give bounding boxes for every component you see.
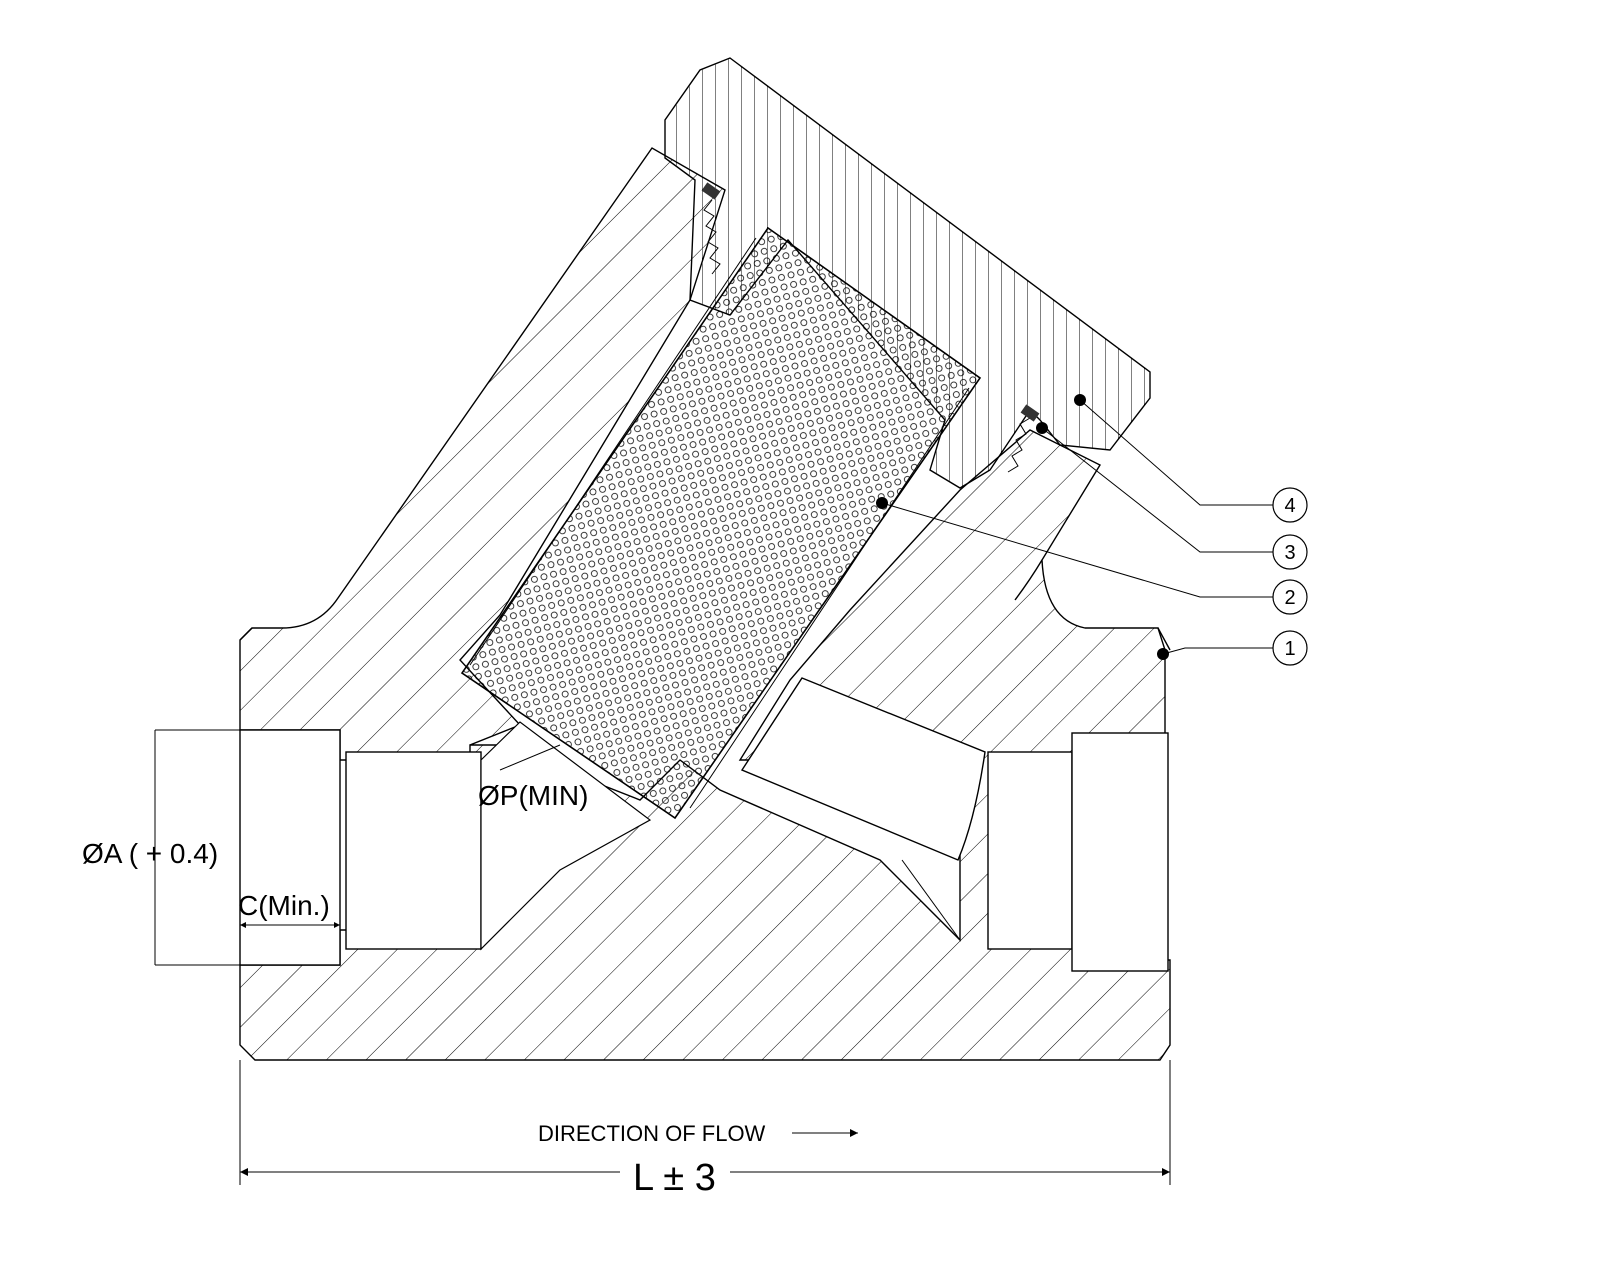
balloon-4: 4 [1272, 487, 1308, 523]
outlet-socket [1071, 732, 1169, 972]
dim-socket-depth: C(Min.) [238, 890, 330, 921]
svg-text:3: 3 [1284, 542, 1295, 564]
dim-bore: ØA ( + 0.4) [82, 838, 218, 869]
dim-port: ØP(MIN) [478, 780, 588, 811]
inlet-passage [480, 721, 652, 951]
flow-label: DIRECTION OF FLOW [538, 1121, 766, 1146]
inlet-socket [239, 729, 341, 966]
cap-outline [664, 57, 1151, 489]
svg-text:4: 4 [1284, 495, 1295, 517]
svg-text:1: 1 [1284, 638, 1295, 660]
strainer-screen [460, 226, 982, 820]
strainer-cap [664, 57, 1151, 489]
dimension-lines [154, 729, 1171, 1185]
balloon-3: 3 [1272, 534, 1308, 570]
inlet-bore [345, 751, 482, 950]
balloon-1: 1 [1272, 630, 1308, 666]
balloon-2: 2 [1272, 579, 1308, 615]
svg-text:2: 2 [1284, 587, 1295, 609]
dim-length: L ± 3 [633, 1157, 716, 1199]
gasket [1020, 404, 1040, 422]
leaders [876, 394, 1273, 660]
gasket-upper [701, 182, 721, 200]
outlet-bore [987, 751, 1073, 950]
outlet-passage [740, 677, 986, 861]
